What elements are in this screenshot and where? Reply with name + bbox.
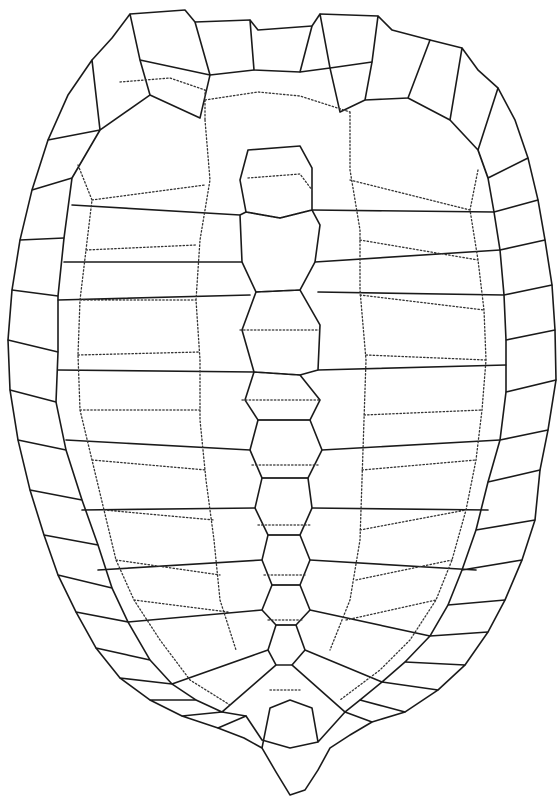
carapace-outline (8, 10, 556, 795)
bone-sutures (78, 78, 486, 705)
vertebral-scutes (240, 146, 322, 748)
